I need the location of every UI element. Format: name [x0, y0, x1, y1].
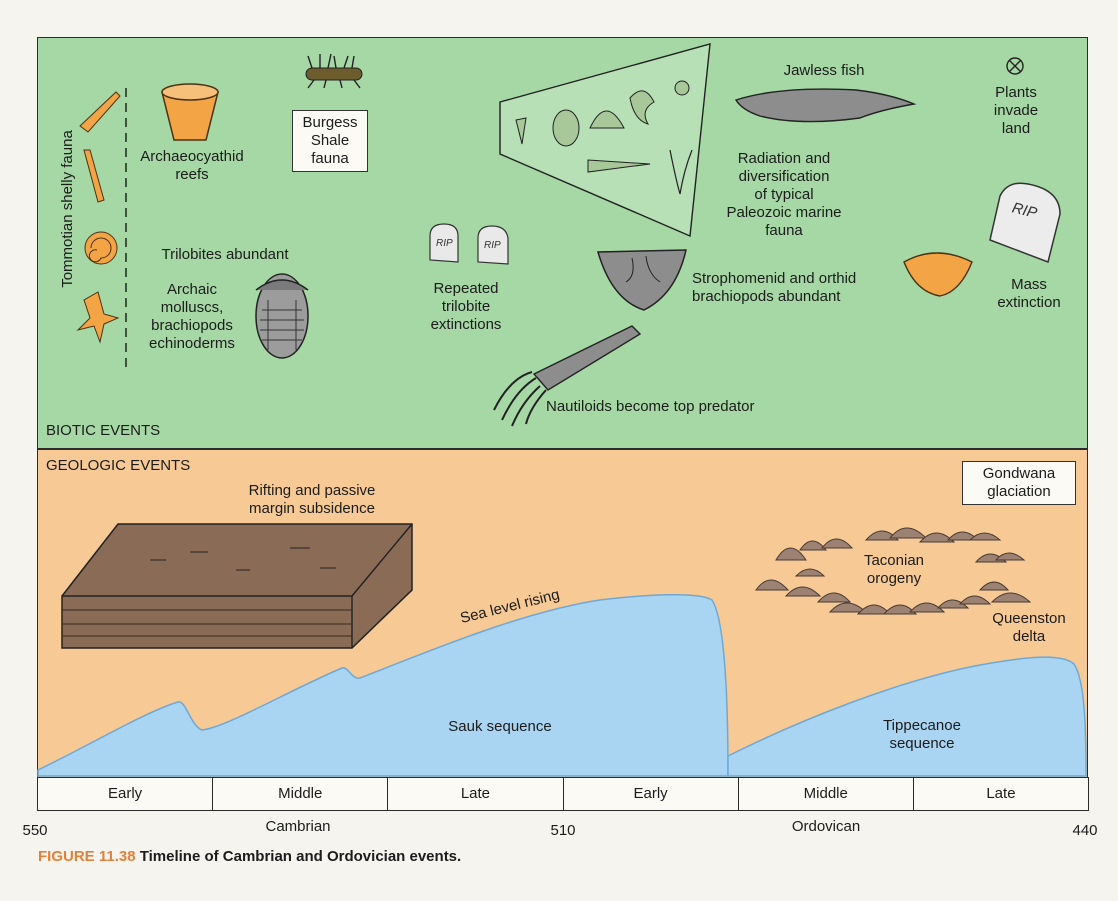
rifting-block-diagram	[61, 523, 413, 649]
mass-extinction-tombstone-icon: RIP	[989, 182, 1061, 264]
burgess-worm-icon	[305, 53, 363, 89]
trilobites-abundant-label: Trilobites abundant	[161, 246, 289, 263]
cone-shell-icon	[79, 91, 121, 133]
sauk-sequence-label: Sauk sequence	[448, 718, 552, 735]
tommotian-label: Tommotian shelly fauna	[59, 130, 76, 288]
tombstone-icon: RIP	[429, 223, 459, 263]
nautiloid-icon	[493, 325, 642, 427]
strophomenid-brachiopod-icon	[597, 249, 687, 311]
figure-number: FIGURE 11.38	[38, 848, 136, 865]
nautiloids-label: Nautiloids become top predator	[546, 398, 755, 415]
age-440: 440	[1072, 822, 1098, 839]
epoch-ordovician-middle: Middle	[739, 778, 914, 810]
svg-text:RIP: RIP	[436, 238, 453, 249]
archaic-fauna-label: Archaic molluscs, brachiopods echinoderm…	[149, 281, 235, 352]
epoch-cambrian-early: Early	[38, 778, 214, 810]
queenston-delta-label: Queenston delta	[992, 610, 1066, 645]
mass-extinction-label: Mass extinction	[997, 276, 1061, 311]
trilobite-icon	[255, 273, 309, 359]
epoch-ordovician-early: Early	[564, 778, 739, 810]
plants-label: Plants invade land	[993, 84, 1039, 137]
radiation-fan	[499, 43, 711, 238]
tippecanoe-sequence-label: Tippecanoe sequence	[883, 717, 961, 752]
burgess-shale-label: Burgess Shale fauna	[292, 110, 368, 172]
tippecanoe-sequence-area	[727, 656, 1087, 777]
spiral-shell-icon	[84, 231, 118, 265]
epoch-cambrian-late: Late	[388, 778, 564, 810]
age-550: 550	[22, 822, 48, 839]
svg-text:RIP: RIP	[1010, 199, 1038, 222]
rifting-label: Rifting and passive margin subsidence	[248, 482, 376, 517]
orthid-brachiopod-icon	[903, 252, 973, 297]
epoch-ordovician-late: Late	[986, 785, 1016, 802]
biotic-events-title: BIOTIC EVENTS	[46, 422, 161, 439]
taconian-orogeny-label: Taconian orogeny	[863, 552, 925, 587]
jawless-fish-icon	[734, 88, 917, 123]
star-fossil-icon	[76, 291, 120, 344]
jawless-fish-label: Jawless fish	[783, 62, 865, 79]
repeated-trilobite-label: Repeated trilobite extinctions	[430, 280, 502, 333]
period-ordovician: Ordovican	[791, 818, 861, 835]
epoch-cambrian-middle: Middle	[213, 778, 389, 810]
sauk-sequence-area	[37, 593, 729, 777]
svg-text:RIP: RIP	[484, 240, 501, 251]
radiation-label: Radiation and diversification of typical…	[726, 150, 842, 239]
gondwana-glaciation-label: Gondwana glaciation	[962, 461, 1076, 505]
tube-shell-icon	[83, 149, 105, 203]
geologic-events-title: GEOLOGIC EVENTS	[46, 457, 191, 474]
archaeocyathid-label: Archaeocyathid reefs	[140, 148, 244, 183]
strophomenid-label: Strophomenid and orthid brachiopods abun…	[692, 270, 857, 305]
period-cambrian: Cambrian	[265, 818, 331, 835]
age-510: 510	[550, 822, 576, 839]
figure-caption-text: Timeline of Cambrian and Ordovician even…	[139, 848, 462, 865]
epoch-timescale: Early Middle Late Early Middle Late	[37, 777, 1089, 811]
figure-caption: FIGURE 11.38 Timeline of Cambrian and Or…	[38, 848, 461, 865]
tombstone-icon: RIP	[477, 225, 509, 265]
taconian-mountains	[755, 527, 1032, 615]
